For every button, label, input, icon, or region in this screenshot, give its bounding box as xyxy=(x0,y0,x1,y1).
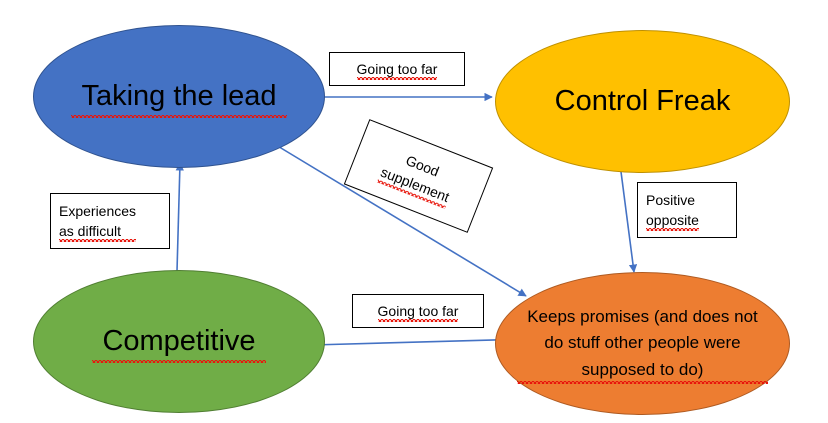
node-competitive-label: Competitive xyxy=(92,323,266,363)
node-taking-the-lead[interactable]: Taking the lead xyxy=(33,25,325,168)
edge-label-good-supplement[interactable]: Good supplement xyxy=(343,119,494,233)
edge-label-experiences-as-difficult[interactable]: Experiences as difficult xyxy=(50,193,170,249)
edge-label-going-too-far-bottom[interactable]: Going too far xyxy=(352,294,484,328)
node-control-freak[interactable]: Control Freak xyxy=(495,30,790,173)
edge-label-positive-opposite[interactable]: Positive opposite xyxy=(637,182,737,238)
arrow-control-to-keeps-promises xyxy=(619,163,638,273)
node-control-freak-label: Control Freak xyxy=(554,84,731,117)
node-competitive[interactable]: Competitive xyxy=(33,270,325,413)
edge-label-good-supplement-text: Good supplement xyxy=(378,145,460,208)
edge-label-positive-opposite-text: Positive opposite xyxy=(646,190,699,231)
edge-label-experiences-as-difficult-text: Experiences as difficult xyxy=(59,201,137,242)
edge-label-going-too-far-bottom-text: Going too far xyxy=(377,301,458,323)
node-taking-the-lead-label: Taking the lead xyxy=(71,78,287,118)
node-keeps-promises-label: Keeps promises (and does not do stuff ot… xyxy=(517,304,768,385)
edge-label-going-too-far-top[interactable]: Going too far xyxy=(329,52,465,86)
edge-label-going-too-far-top-text: Going too far xyxy=(356,59,437,81)
node-keeps-promises[interactable]: Keeps promises (and does not do stuff ot… xyxy=(495,272,790,415)
